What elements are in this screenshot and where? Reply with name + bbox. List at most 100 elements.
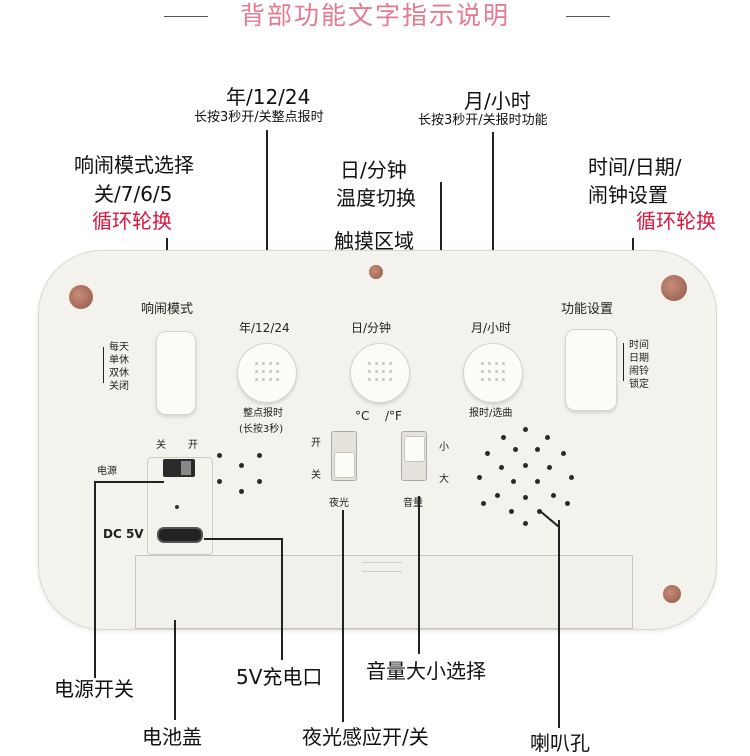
alarm-option: 单休 [109,355,129,366]
grille-dot [523,463,528,468]
settings-btn-label: 功能设置 [561,302,614,317]
mount-hole-right [661,275,687,301]
vent-dot [239,463,244,468]
alarm-option: 关闭 [109,381,129,392]
settings-option: 日期 [629,353,649,364]
leader-night-light [342,510,344,722]
title-line-left [164,16,208,17]
vent-dot [257,479,262,484]
label-settings-1: 时间/日期/ [588,155,682,179]
grille-dot [511,479,516,484]
label-day-min-2: 温度切换 [336,186,416,210]
vent-dot [257,453,262,458]
label-month-hour: 月/小时 [464,89,531,113]
grille-dot [499,465,504,470]
night-light-knob [334,452,355,478]
vent-dot [239,489,244,494]
leader-volume [418,496,420,654]
grille-dot [565,501,570,506]
vol-big-label: 大 [439,474,449,485]
battery-cover[interactable] [135,555,633,629]
label-alarm-mode-2: 关/7/6/5 [94,182,173,206]
power-label: 电源 [97,466,117,477]
touch-dots-icon [253,360,281,386]
alarm-option: 每天 [109,342,129,353]
label-battery-cover: 电池盖 [142,725,202,749]
grille-dot [485,451,490,456]
light-on-label: 开 [311,438,321,449]
power-switch-knob [181,461,191,475]
cycle-arrow-icon [103,347,108,383]
settings-option: 闹铃 [629,366,649,377]
usb-c-port[interactable] [157,527,203,543]
leader-power-h [94,481,164,483]
leader-month [492,132,494,304]
alarm-mode-btn-label: 响闹模式 [141,302,194,317]
btn-month-sub: 报时/选曲 [469,408,513,419]
speaker-grille [471,423,581,533]
label-settings-cycle: 循环轮换 [636,209,716,233]
grille-dot [495,493,500,498]
power-on-label: 开 [188,440,198,451]
leader-power-v [94,482,96,678]
alarm-option: 双休 [109,368,129,379]
mount-hole-bottom-right [663,585,681,603]
grille-dot [569,475,574,480]
label-speaker: 喇叭孔 [530,731,590,755]
grille-dot [523,495,528,500]
settings-option: 锁定 [629,379,649,390]
label-volume-select: 音量大小选择 [366,659,486,683]
night-light-switch[interactable] [331,431,357,481]
label-alarm-mode-cycle: 循环轮换 [92,209,172,233]
label-night-light: 夜光感应开/关 [302,725,429,749]
label-alarm-mode-1: 响闹模式选择 [74,153,194,177]
grille-dot [477,475,482,480]
light-label: 夜光 [329,498,349,509]
btn-day-label: 日/分钟 [351,321,392,335]
temp-c-label: °C [355,409,370,423]
indicator-dot [175,505,179,509]
label-month-hour-sub: 长按3秒开/关报时功能 [418,113,548,128]
label-charge-port: 5V充电口 [236,665,323,689]
vent-dot [217,453,222,458]
settings-option: 时间 [629,340,649,351]
grille-dot [547,465,552,470]
label-settings-2: 闹钟设置 [588,183,668,207]
title-line-right [566,16,610,17]
btn-month-label: 月/小时 [471,321,512,335]
dc-label: DC 5V [103,527,144,541]
power-switch[interactable] [163,459,195,477]
vol-label: 音量 [403,498,423,509]
temp-f-label: /°F [385,409,402,423]
month-hour-button[interactable] [463,343,523,403]
cover-grip [362,562,402,572]
alarm-mode-button[interactable] [156,331,196,415]
touch-dots-icon [366,360,394,386]
grille-dot [551,493,556,498]
label-power-switch: 电源开关 [54,677,134,701]
grille-dot [545,435,550,440]
label-day-min-1: 日/分钟 [340,158,407,182]
grille-dot [523,427,528,432]
label-touch-area: 触摸区域 [334,229,414,253]
leader-charge-v [281,538,283,660]
volume-knob [404,436,425,462]
clock-back-panel: 响闹模式 每天 单休 双休 关闭 年/12/24 整点报时 (长按3秒) 日/分… [38,250,717,630]
volume-switch[interactable] [401,431,427,481]
grille-dot [535,479,540,484]
power-switch-frame [147,457,213,555]
leader-speaker [558,520,560,728]
grille-dot [535,447,540,452]
leader-year [266,130,268,305]
grille-dot [513,447,518,452]
day-minute-button[interactable] [350,343,410,403]
btn-year-sub1: 整点报时 [243,408,283,419]
light-off-label: 关 [311,470,321,481]
year-button[interactable] [237,343,297,403]
btn-year-label: 年/12/24 [239,321,290,335]
label-year-mode: 年/12/24 [226,85,311,109]
settings-button[interactable] [565,329,617,411]
grille-dot [481,501,486,506]
touch-dots-icon [479,360,507,386]
grille-dot [523,521,528,526]
